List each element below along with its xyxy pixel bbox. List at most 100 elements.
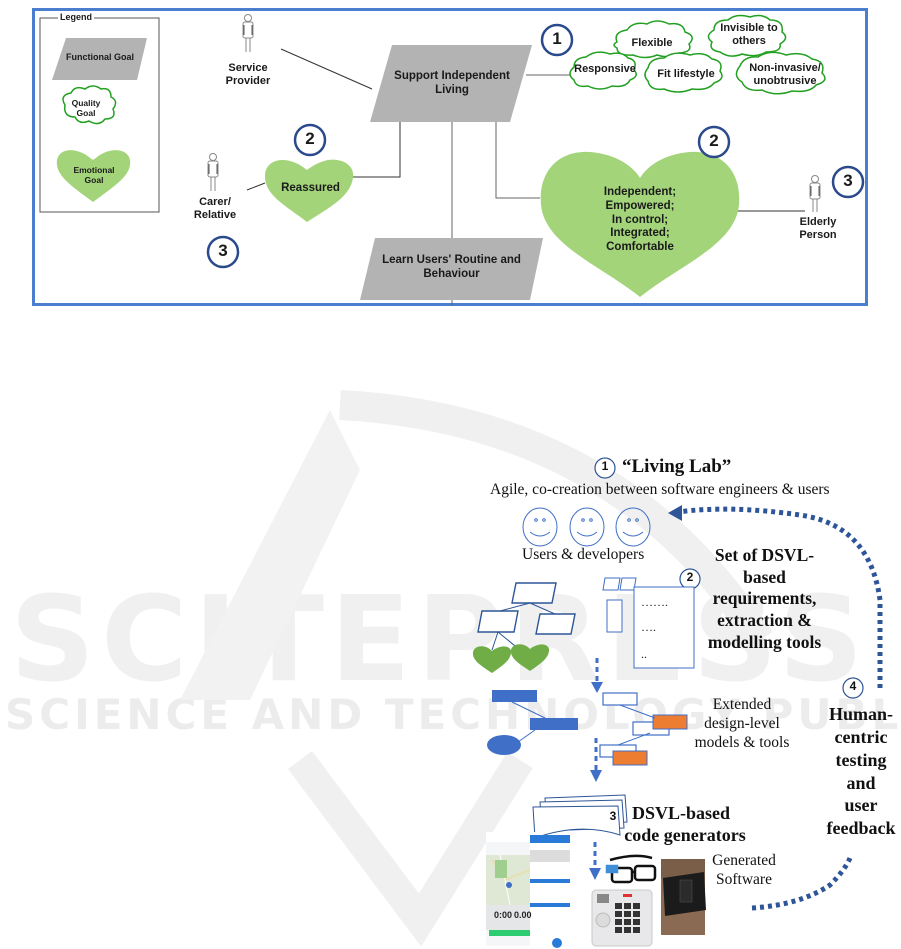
connector-carer bbox=[246, 182, 266, 191]
quality-cloud-responsive bbox=[569, 51, 637, 90]
step-1-circle-icon bbox=[594, 457, 616, 479]
legend-functional-shape bbox=[52, 38, 147, 80]
quality-goal-flexible: Flexible bbox=[631, 37, 673, 49]
actor-service-provider-icon bbox=[242, 14, 254, 52]
step-4-line: centric bbox=[834, 726, 888, 747]
marker-2-elderly-label: 2 bbox=[709, 131, 719, 150]
actor-service-provider-label: Service Provider bbox=[225, 62, 271, 88]
step-2-line: Set of DSVL- bbox=[714, 545, 815, 565]
goal-model-figure bbox=[32, 8, 868, 306]
step-1-subtitle: Agile, co-creation between software engi… bbox=[490, 481, 830, 498]
marker-3-carer-icon bbox=[206, 235, 240, 269]
flow-arrow-icon bbox=[589, 842, 601, 880]
fitness-band-photo bbox=[661, 859, 706, 935]
actor-carer-icon bbox=[207, 153, 219, 191]
legend-quality-shape bbox=[62, 85, 117, 125]
functional-goal-support-shape bbox=[370, 45, 532, 122]
quality-cloud-fit-lifestyle bbox=[644, 52, 723, 93]
flow-arrow-icon bbox=[590, 738, 602, 782]
connector-service-provider bbox=[280, 48, 373, 90]
step-1-title: “Living Lab” bbox=[622, 456, 732, 477]
step-4-line: user bbox=[844, 795, 878, 816]
actor-carer-label: Carer/ Relative bbox=[193, 196, 237, 222]
generated-line: Generated bbox=[712, 852, 776, 869]
step-3-description: DSVL-based code generators bbox=[622, 803, 748, 846]
phone-distance: 0.00 bbox=[514, 910, 532, 920]
quality-goal-non-invasive: Non-invasive/ unobtrusive bbox=[749, 62, 821, 88]
phone-app-screenshot bbox=[486, 832, 570, 948]
quality-cloud-invisible bbox=[707, 14, 787, 57]
marker-3-elderly-label: 3 bbox=[843, 171, 853, 190]
step-1-number: 1 bbox=[601, 459, 609, 473]
step-4-line: and bbox=[846, 772, 876, 793]
emotional-goal-elderly-shape bbox=[540, 151, 740, 297]
quality-cloud-non-invasive bbox=[735, 51, 826, 95]
emotional-goal-reassured: Reassured bbox=[281, 182, 340, 194]
marker-1-label: 1 bbox=[552, 29, 562, 48]
step-4-line: testing bbox=[835, 749, 887, 770]
marker-2-reassured-icon bbox=[293, 123, 327, 157]
security-alarm-keypad-icon bbox=[591, 889, 653, 947]
emotional-goal-reassured-shape bbox=[264, 159, 354, 222]
legend-box bbox=[39, 17, 160, 213]
step-2-line: extraction & bbox=[717, 610, 812, 631]
quality-goal-responsive: Responsive bbox=[574, 63, 636, 75]
doc-line: .. bbox=[641, 647, 647, 661]
legend-emotional-shape bbox=[56, 150, 131, 202]
emotion-line: In control; bbox=[611, 213, 669, 226]
step-4-circle-icon bbox=[842, 677, 864, 699]
marker-3-carer-label: 3 bbox=[218, 241, 228, 260]
emotion-line: Independent; bbox=[603, 186, 677, 198]
design-model-icon bbox=[487, 690, 688, 766]
doc-line: …. bbox=[641, 620, 656, 634]
step-2-description: Set of DSVL- based requirements, extract… bbox=[697, 545, 832, 653]
flow-arrow-icon bbox=[591, 658, 603, 693]
step-1-caption: Users & developers bbox=[522, 546, 645, 563]
goal-model-connectors bbox=[39, 14, 865, 306]
requirements-model-icon bbox=[477, 582, 576, 651]
generated-line: Software bbox=[716, 870, 772, 888]
emotion-line: Comfortable bbox=[606, 241, 674, 254]
step-4-number: 4 bbox=[849, 679, 857, 693]
step-4-line: feedback bbox=[826, 818, 896, 839]
smiley-face-icon bbox=[522, 507, 558, 547]
legend-quality-label: Quality Goal bbox=[71, 98, 101, 119]
legend-emotional-label: Emotional Goal bbox=[73, 165, 115, 186]
actor-elderly-icon bbox=[809, 175, 821, 212]
actor-elderly-label: Elderly Person bbox=[799, 216, 837, 242]
legend-functional-label: Functional Goal bbox=[65, 52, 134, 62]
feedback-loop-arrow-bottom bbox=[751, 856, 853, 911]
emotional-goal-elderly: Independent; Empowered; In control; Inte… bbox=[580, 186, 700, 255]
design-models-line: models & tools bbox=[694, 733, 790, 751]
step-2-number: 2 bbox=[686, 570, 694, 584]
quality-goal-invisible: Invisible to others bbox=[720, 22, 778, 48]
design-models-line: design-level bbox=[704, 714, 780, 732]
watermark-sub: SCIENCE AND TECHNOLOGY PUBLICATIONS bbox=[5, 690, 901, 739]
connector-reassured bbox=[352, 122, 401, 178]
quality-goal-fit-lifestyle: Fit lifestyle bbox=[657, 68, 715, 80]
functional-goal-support: Support Independent Living bbox=[394, 70, 510, 96]
phone-time: 0:00 bbox=[494, 910, 512, 920]
emotional-goal-heart-icon bbox=[472, 646, 512, 673]
marker-3-elderly-icon bbox=[831, 165, 865, 199]
feedback-loop-arrow bbox=[677, 506, 883, 688]
smiley-face-icon bbox=[569, 507, 605, 547]
smart-glasses-icon bbox=[605, 854, 657, 884]
connector-elderly-emotion bbox=[495, 122, 540, 199]
step-3-line: DSVL-based bbox=[632, 803, 731, 823]
step-4-line: Human- bbox=[828, 704, 893, 724]
functional-goal-learn-shape bbox=[360, 238, 543, 300]
marker-2-reassured-label: 2 bbox=[305, 129, 315, 148]
step-3-number: 3 bbox=[609, 809, 617, 823]
marker-1-icon bbox=[540, 23, 574, 57]
step-2-line: modelling tools bbox=[707, 631, 822, 652]
requirements-docs-icon bbox=[602, 577, 695, 669]
emotional-goal-heart-icon bbox=[510, 644, 550, 671]
feedback-arrowhead-icon bbox=[668, 505, 682, 521]
generated-software-label: Generated Software bbox=[704, 852, 784, 890]
step-3-line: code generators bbox=[624, 824, 746, 845]
smiley-face-icon bbox=[615, 507, 651, 547]
emotion-line: Empowered; bbox=[605, 199, 675, 212]
marker-2-elderly-icon bbox=[697, 125, 731, 159]
